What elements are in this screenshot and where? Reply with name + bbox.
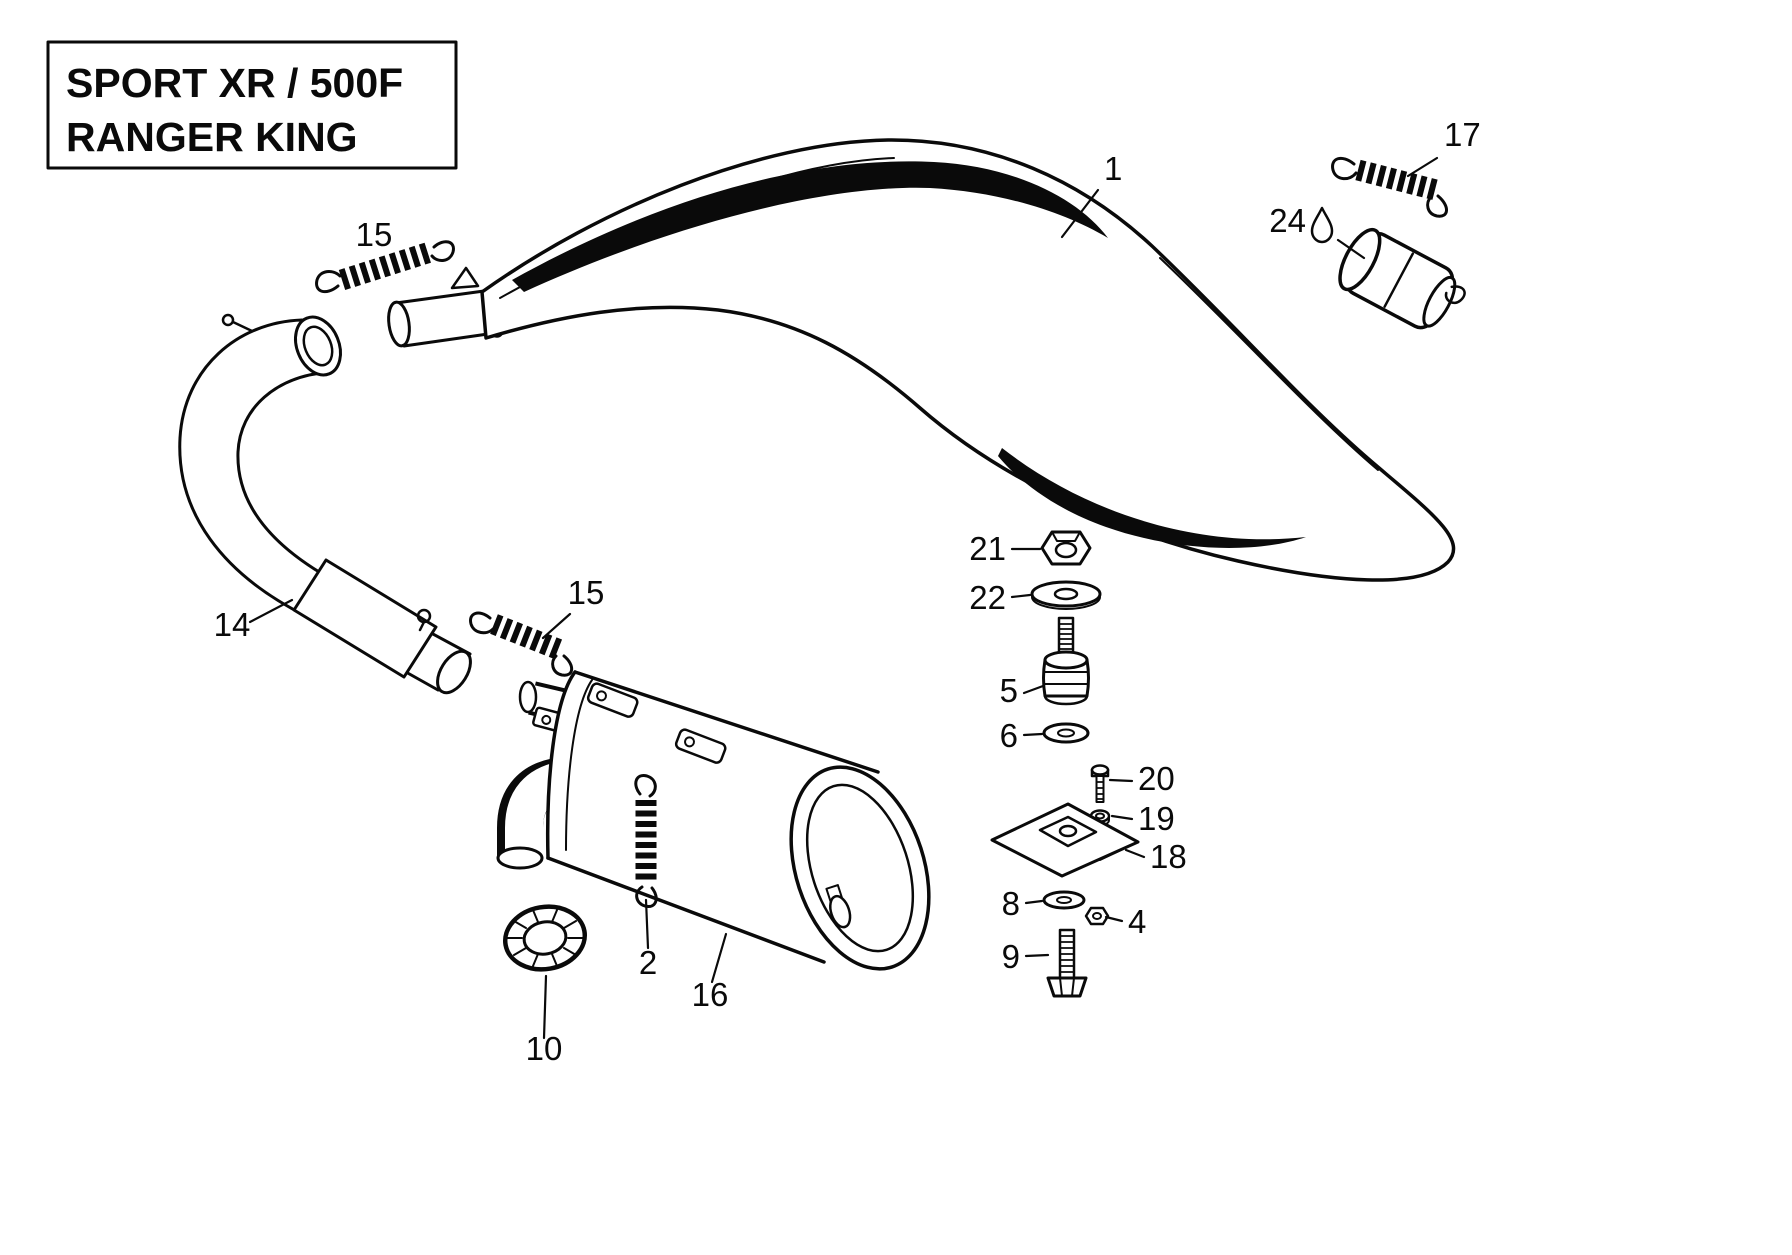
leader-lines	[248, 156, 1439, 1040]
leader-5	[1022, 684, 1045, 695]
muffler-drawing	[496, 670, 932, 985]
callout-labels: 1 15 17 24 14 15 2 16 10 21 22 5 6 20 19…	[214, 116, 1481, 1067]
muffler-strap	[674, 728, 727, 764]
leader-18	[1124, 848, 1146, 859]
nut-21-drawing	[1040, 530, 1092, 566]
washer-6-drawing	[1042, 722, 1090, 744]
nut-4-drawing	[1084, 906, 1110, 926]
screw-20-drawing	[1090, 764, 1110, 803]
muffler-strap	[586, 682, 639, 718]
leader-4	[1104, 915, 1124, 923]
callout-header-pipe: 14	[214, 606, 251, 643]
exhaust-boot-drawing	[1338, 227, 1466, 330]
title-box: SPORT XR / 500F RANGER KING	[46, 40, 458, 170]
callout-washer-19: 19	[1138, 800, 1175, 837]
callout-muffler: 16	[692, 976, 729, 1013]
leader-8	[1024, 899, 1044, 905]
callout-seal-ring: 10	[526, 1030, 563, 1067]
leader-6	[1022, 732, 1044, 737]
leader-2	[644, 898, 650, 950]
title-line-2: RANGER KING	[66, 114, 358, 160]
leader-9	[1024, 953, 1050, 958]
callout-screw-20: 20	[1138, 760, 1175, 797]
upper-shading-swoosh	[512, 161, 1108, 292]
callout-nut-4: 4	[1128, 903, 1146, 940]
leader-22	[1010, 593, 1032, 599]
callout-boot: 24	[1269, 202, 1306, 239]
callout-washer-22: 22	[969, 579, 1006, 616]
seal-ring-drawing	[502, 904, 588, 972]
leader-16	[710, 932, 728, 984]
tuned-pipe-drawing	[387, 138, 1456, 582]
callout-tuned-pipe: 1	[1104, 150, 1122, 187]
callout-bolt-9: 9	[1002, 938, 1020, 975]
callout-spring-muffler: 2	[639, 944, 657, 981]
callout-nut-21: 21	[969, 530, 1006, 567]
rubber-mount-5-drawing	[1042, 616, 1090, 706]
spring-mid-drawing	[469, 611, 574, 677]
callout-washer-6: 6	[1000, 717, 1018, 754]
title-line-1: SPORT XR / 500F	[66, 60, 403, 106]
leader-17	[1406, 156, 1439, 178]
slip-joint-sleeve	[292, 558, 438, 679]
spring-front-drawing	[315, 240, 455, 294]
callout-bracket-18: 18	[1150, 838, 1187, 875]
spring-rear-drawing	[1331, 156, 1448, 218]
washer-8-drawing	[1042, 890, 1086, 910]
bracket-18-drawing	[990, 802, 1140, 878]
callout-mount-5: 5	[1000, 672, 1018, 709]
expansion-chamber-outline	[480, 138, 1456, 582]
lubricant-drop-icon	[1310, 206, 1334, 244]
callout-spring-front: 15	[356, 216, 393, 253]
leader-24	[1336, 238, 1366, 260]
leader-19	[1110, 814, 1134, 821]
callout-washer-8: 8	[1002, 885, 1020, 922]
leader-20	[1108, 778, 1134, 783]
washer-22-drawing	[1030, 580, 1102, 610]
spring-muffler-drawing	[634, 774, 658, 908]
callout-spring-rear: 17	[1444, 116, 1481, 153]
lower-shading-swoosh	[998, 448, 1306, 548]
bolt-9-drawing	[1046, 928, 1088, 998]
leader-15-mid	[541, 612, 572, 640]
leader-1	[1060, 188, 1100, 239]
leader-14	[248, 598, 294, 624]
leader-10	[542, 974, 548, 1040]
header-pipe-drawing	[178, 313, 472, 695]
callout-spring-mid: 15	[568, 574, 605, 611]
